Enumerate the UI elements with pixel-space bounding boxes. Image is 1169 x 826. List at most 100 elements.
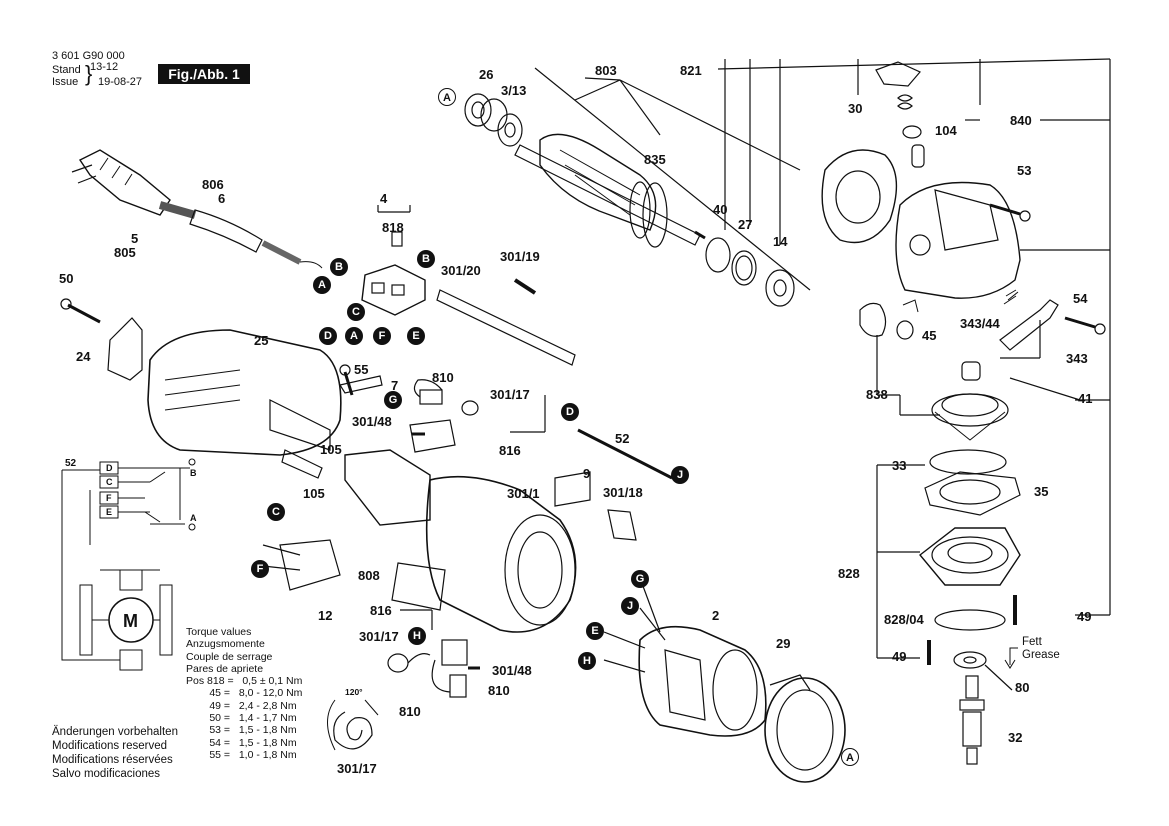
label-810-top: 810: [432, 370, 454, 385]
label-24: 24: [76, 349, 91, 364]
marker-f-suppressor: F: [251, 560, 269, 578]
motor-housing-drawing: [147, 329, 342, 456]
label-80: 80: [1015, 680, 1030, 695]
marker-g-brush: G: [384, 391, 402, 409]
label-29: 29: [776, 636, 791, 651]
schematic-out-b: B: [190, 468, 197, 478]
label-45: 45: [922, 328, 937, 343]
marker-d-cable: D: [561, 403, 579, 421]
sticker-808-drawing: [391, 562, 446, 611]
label-828: 828: [838, 566, 860, 581]
needle-bearing-drawing: [961, 361, 981, 381]
label-9: 9: [583, 466, 591, 481]
label-301-17-bottom: 301/17: [337, 761, 377, 776]
schematic-motor: M: [123, 611, 138, 631]
torque-title-fr: Couple de serrage: [186, 650, 273, 663]
brace-symbol: }: [85, 61, 93, 86]
marker-c-switch: C: [347, 303, 365, 321]
torque-row-54: 54 = 1,5 - 1,8 Nm: [186, 736, 297, 749]
leader-line-821: [717, 58, 1111, 70]
label-105-a: 105: [320, 442, 342, 457]
label-301-48-top: 301/48: [352, 414, 392, 429]
label-301-18: 301/18: [603, 485, 643, 500]
label-41: 41: [1078, 391, 1093, 406]
bevel-gear-drawing: [931, 393, 1009, 441]
label-9-drawing: [554, 471, 591, 507]
label-50: 50: [59, 271, 74, 286]
ring-27-drawing: [731, 250, 757, 286]
switch-drawing: [361, 264, 426, 316]
modifications-note: Änderungen vorbehalten Modifications res…: [52, 725, 178, 781]
marker-h-brush: H: [408, 627, 426, 645]
label-828-04: 828/04: [884, 612, 924, 627]
guard-drawing: [764, 674, 846, 783]
label-806: 806: [202, 177, 224, 192]
schematic-terminal-d: D: [106, 463, 113, 473]
ring-828-04-drawing: [934, 609, 1006, 631]
brush-810-drawing: [419, 389, 443, 405]
marker-c-suppressor: C: [267, 503, 285, 521]
torque-title-es: Pares de apriete: [186, 662, 264, 675]
angle-120-text: 120°: [345, 687, 363, 697]
marker-e-switch: E: [407, 327, 425, 345]
schematic-terminal-e: E: [106, 507, 112, 517]
label-54: 54: [1073, 291, 1088, 306]
label-52: 52: [615, 431, 630, 446]
label-301-1: 301/1: [507, 486, 540, 501]
modifications-de: Änderungen vorbehalten: [52, 726, 178, 738]
label-33: 33: [892, 458, 907, 473]
torque-values-block: Torque values Anzugsmomente Couple de se…: [186, 626, 302, 761]
label-840: 840: [1010, 113, 1032, 128]
cover-105-drawing: [281, 449, 323, 479]
marker-d-switch: D: [319, 327, 337, 345]
armature-drawing: [514, 133, 706, 248]
label-818: 818: [382, 220, 404, 235]
grease-de: Fett: [1022, 636, 1042, 648]
cable-sleeve-drawing: [189, 209, 263, 253]
label-816-top: 816: [499, 443, 521, 458]
torque-row-818: Pos 818 = 0,5 ± 0,1 Nm: [186, 675, 303, 688]
grease-note: Fett Grease: [1022, 636, 1060, 662]
label-105-b: 105: [303, 486, 325, 501]
label-32: 32: [1008, 730, 1023, 745]
spring-301-17-drawing: [333, 711, 373, 750]
marker-b-cord: B: [330, 258, 348, 276]
label-301-48-bottom: 301/48: [492, 663, 532, 678]
brush-holder-lower-drawing: [441, 639, 468, 666]
label-301-17-top: 301/17: [490, 387, 530, 402]
marker-f-switch: F: [373, 327, 391, 345]
schematic-terminal-f: F: [106, 493, 112, 503]
label-810-bottom: 810: [399, 704, 421, 719]
modifications-es: Salvo modificaciones: [52, 768, 161, 780]
schematic-terminal-c: C: [106, 477, 113, 487]
label-816-bottom: 816: [370, 603, 392, 618]
torque-row-45: 45 = 8,0 - 12,0 Nm: [186, 687, 303, 700]
label-810-mid: 810: [488, 683, 510, 698]
torque-row-55: 55 = 1,0 - 1,8 Nm: [186, 748, 297, 761]
label-27: 27: [738, 217, 753, 232]
lock-button-drawing: [875, 61, 921, 87]
screw-818-drawing: [391, 231, 403, 247]
label-14: 14: [773, 234, 788, 249]
torque-row-50: 50 = 1,4 - 1,7 Nm: [186, 712, 297, 725]
schematic-wire-label: 52: [65, 458, 77, 469]
label-30: 30: [848, 101, 863, 116]
label-12: 12: [318, 608, 333, 623]
ring-40-drawing: [705, 237, 731, 273]
power-plug-drawing: [71, 149, 197, 219]
o-ring-104-drawing: [902, 125, 922, 139]
label-26: 26: [479, 67, 494, 82]
torque-row-53: 53 = 1,5 - 1,8 Nm: [186, 724, 297, 737]
marker-e-stator: E: [586, 622, 604, 640]
bearing-26-drawing: [464, 93, 508, 132]
modifications-en: Modifications reserved: [52, 740, 168, 752]
marker-a-switch: A: [345, 327, 363, 345]
label-2: 2: [712, 608, 720, 623]
flange-30-drawing: [821, 149, 898, 244]
gear-housing-drawing: [895, 181, 1021, 299]
marker-a-top: A: [438, 88, 456, 106]
marker-h-stator: H: [578, 652, 596, 670]
bearing-14-drawing: [765, 269, 795, 307]
